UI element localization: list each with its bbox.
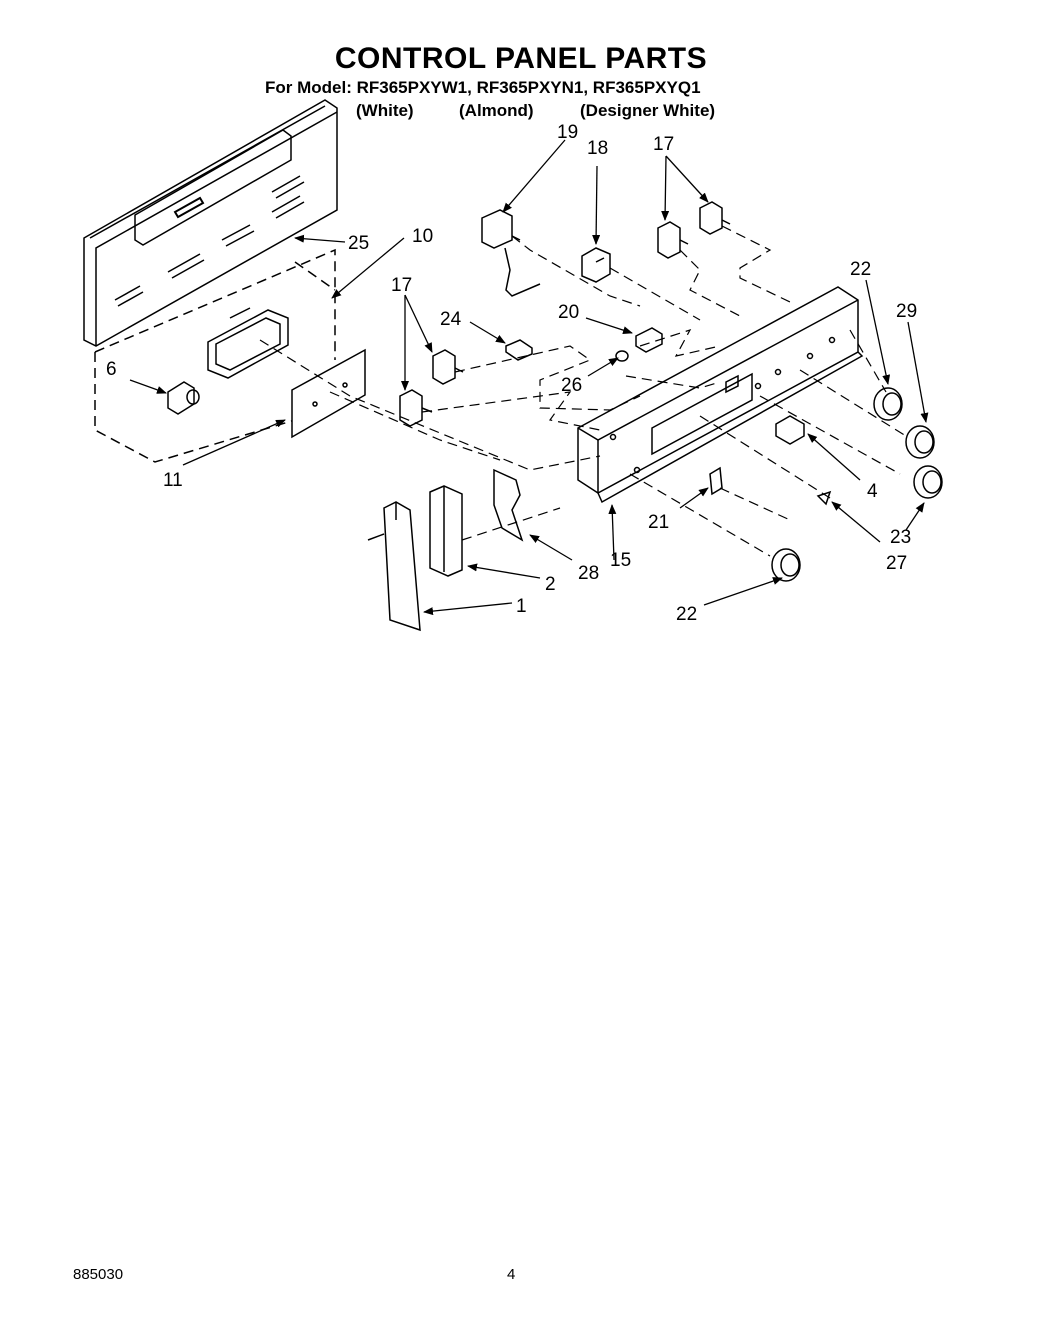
bracket-part-28 [493, 468, 524, 542]
callout-1: 1 [516, 596, 527, 617]
knob-part-23 [913, 465, 943, 499]
callout-23: 23 [890, 527, 911, 548]
callout-25: 25 [348, 233, 369, 254]
selector-part-18 [581, 247, 611, 283]
clip-part-21 [709, 466, 723, 496]
label-plate-part-11 [291, 348, 366, 439]
callout-28: 28 [578, 563, 599, 584]
bezel-part-10 [207, 307, 289, 379]
control-panel-part-15 [577, 286, 864, 504]
callout-24: 24 [440, 309, 462, 330]
wiring-dashed-lines [259, 225, 907, 557]
callout-17-left: 17 [391, 275, 412, 296]
switch-part-20 [635, 327, 663, 353]
callout-29: 29 [896, 301, 917, 322]
dashed-housing-outline [94, 248, 336, 463]
knob-part-22-upper [873, 387, 903, 421]
thermostat-part-19 [481, 209, 541, 297]
receptacle-part-4 [775, 415, 805, 445]
color-almond: (Almond) [459, 101, 534, 120]
callout-6: 6 [106, 359, 117, 380]
end-trim-part-1 [367, 501, 421, 632]
callout-22-lower: 22 [676, 604, 697, 625]
callout-15: 15 [610, 550, 631, 571]
leader-arrows [129, 139, 929, 616]
color-white: (White) [356, 101, 414, 120]
end-cap-part-2 [429, 485, 463, 577]
document-number: 885030 [73, 1266, 124, 1283]
callout-10: 10 [412, 226, 433, 247]
rear-panel-part-25 [83, 99, 338, 347]
page-title: CONTROL PANEL PARTS [334, 42, 708, 75]
callout-4: 4 [867, 481, 878, 502]
knob-part-29 [905, 425, 935, 459]
switch-part-17-left [399, 349, 464, 427]
clip-part-24 [505, 339, 533, 361]
page-number: 4 [507, 1266, 516, 1283]
callout-19: 19 [557, 122, 578, 143]
lens-part-26 [615, 350, 629, 362]
switch-part-17-right [657, 201, 731, 259]
callout-21: 21 [648, 512, 669, 533]
callout-2: 2 [545, 574, 556, 595]
callout-22-upper: 22 [850, 259, 871, 280]
color-designer-white: (Designer White) [580, 101, 716, 120]
callout-18: 18 [587, 138, 608, 159]
knob-part-22-lower [771, 548, 801, 582]
callout-27: 27 [886, 553, 907, 574]
callout-20: 20 [558, 302, 579, 323]
callout-labels: 1 2 4 6 10 11 15 17 17 18 19 20 21 22 22… [106, 122, 917, 625]
model-list: For Model: RF365PXYW1, RF365PXYN1, RF365… [265, 78, 701, 97]
callout-26: 26 [561, 375, 582, 396]
callout-11: 11 [163, 470, 183, 491]
callout-17-right: 17 [653, 134, 674, 155]
clip-part-6 [167, 381, 200, 415]
